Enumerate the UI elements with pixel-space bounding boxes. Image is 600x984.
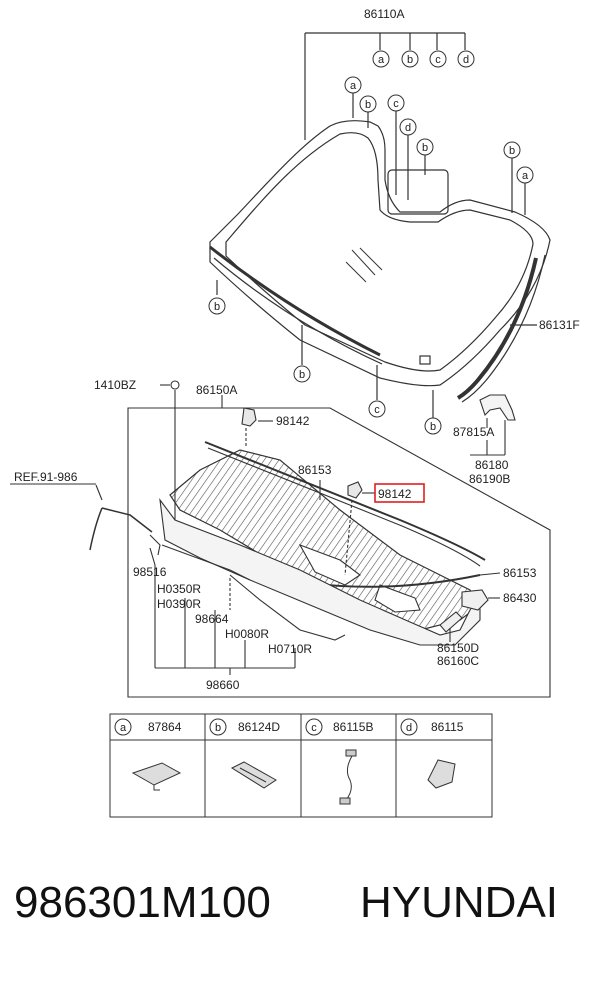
cowl-group [89,380,551,698]
footer: 986301M100 HYUNDAI [0,878,600,948]
marker-b: b [208,297,226,315]
svg-text:c: c [435,54,441,66]
callout-98142-highlighted: 98142 [378,487,412,501]
marker-a: a [516,166,534,184]
svg-text:d: d [463,54,469,66]
marker-b: b [503,141,521,159]
svg-text:86115: 86115 [431,720,464,734]
clip-a-icon [131,762,182,791]
svg-text:d: d [405,122,411,134]
windshield-inner [225,132,534,372]
callout-87815A: 87815A [453,425,494,439]
svg-text:c: c [311,722,317,734]
callout-86150D: 86150D [437,641,479,655]
svg-text:c: c [374,404,380,416]
svg-text:86124D: 86124D [238,720,280,734]
callout-86430: 86430 [503,591,537,605]
svg-text:a: a [522,170,529,182]
svg-text:b: b [214,301,220,313]
callout-86153-bottom: 86153 [503,566,537,580]
svg-text:c: c [393,98,399,110]
svg-text:b: b [509,145,515,157]
callout-98142-top: 98142 [276,414,310,428]
svg-text:86115B: 86115B [333,720,373,734]
svg-text:b: b [422,142,428,154]
callout-H0390R: H0390R [157,597,201,611]
marker-c: c [368,400,386,418]
callout-86190B: 86190B [469,472,510,486]
callout-86150A: 86150A [196,383,237,397]
svg-text:d: d [406,722,412,734]
callout-86180: 86180 [475,458,509,472]
wire-c-icon [339,749,357,805]
svg-text:b: b [299,369,305,381]
svg-text:87864: 87864 [148,720,182,734]
callout-H0350R: H0350R [157,582,201,596]
windshield-markers: a b c d a b c d b b a b b c b [208,50,534,435]
legend-table: a 87864 b 86124D c 86115B [109,713,493,818]
svg-text:b: b [407,54,413,66]
marker-d: d [399,118,417,136]
highlight-box [374,483,425,503]
svg-text:b: b [365,99,371,111]
marker-a: a [344,76,362,94]
parts-diagram: a b c d a b c d b b a b b c b 86110A 861… [10,7,580,818]
pad-d-icon [427,759,456,789]
marker-d: d [457,50,475,68]
callout-98660: 98660 [206,678,240,692]
svg-text:b: b [215,722,221,734]
legend-cell-d: d 86115 [400,718,464,789]
callout-98516: 98516 [133,565,167,579]
marker-b: b [359,95,377,113]
callout-1410BZ: 1410BZ [94,378,136,392]
marker-b: b [424,417,442,435]
marker-a: a [372,50,390,68]
callout-86153-top: 86153 [298,463,332,477]
marker-c: c [429,50,447,68]
callout-H0080R: H0080R [225,627,269,641]
marker-b: b [416,138,434,156]
brand-name: HYUNDAI [360,878,559,927]
callout-86110A: 86110A [364,7,404,21]
legend-cell-a: a 87864 [114,718,182,791]
windshield-outer [209,120,551,387]
callout-86160C: 86160C [437,654,479,668]
callout-ref-91-986: REF.91-986 [14,470,78,484]
callout-86131F: 86131F [539,318,580,332]
clip-b-icon [230,761,277,789]
marker-b: b [401,50,419,68]
part-number: 986301M100 [14,878,271,927]
callout-H0710R: H0710R [268,642,312,656]
svg-text:a: a [350,80,357,92]
svg-text:b: b [430,421,436,433]
marker-b: b [293,365,311,383]
marker-c: c [387,94,405,112]
cowl-callouts: 1410BZ 86150A 98142 86153 98142 REF.91-9… [14,378,537,692]
assembly-frame [127,407,551,698]
callout-98664: 98664 [195,612,229,626]
svg-text:a: a [378,54,385,66]
windshield-group [209,32,551,418]
svg-text:a: a [120,722,127,734]
legend-cell-b: b 86124D [209,718,280,789]
legend-cell-c: c 86115B [305,718,373,805]
